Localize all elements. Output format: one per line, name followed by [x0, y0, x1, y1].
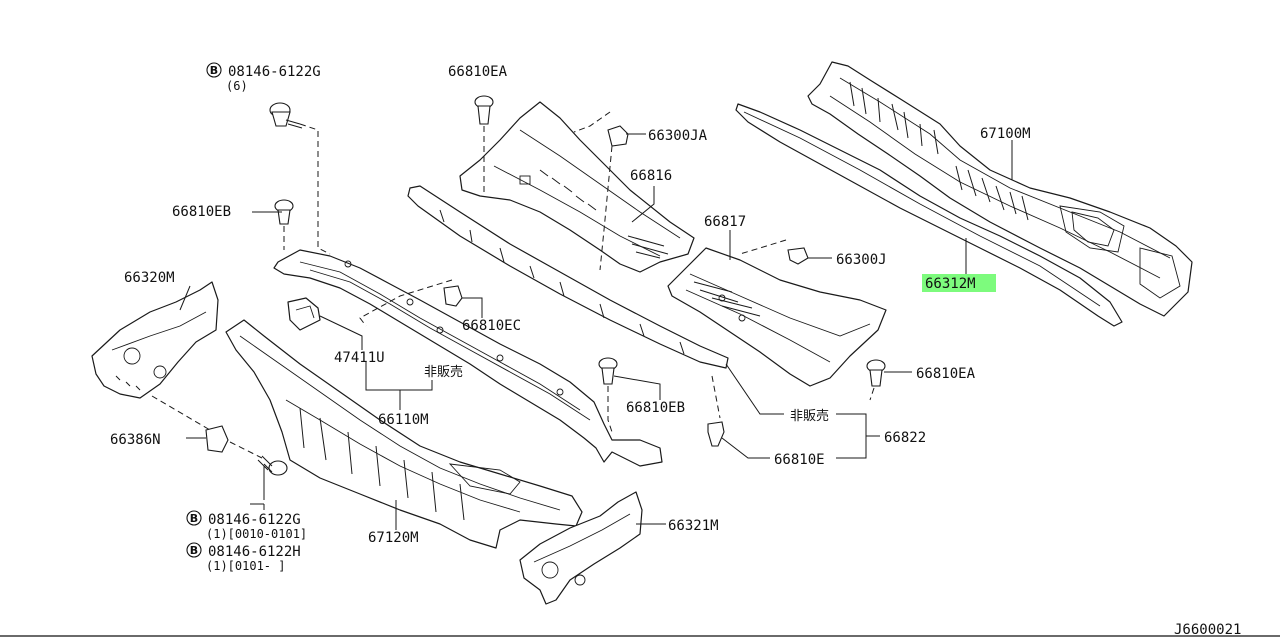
bolt-symbol-top-letter: B	[210, 64, 218, 77]
bolt-bottom-drawing	[257, 455, 288, 476]
clip-66300j-drawing	[787, 247, 809, 265]
label-bolt-top-qty: (6)	[226, 79, 248, 93]
part-66817-drawing	[667, 247, 887, 387]
clip-66810ea-right-drawing	[866, 359, 886, 387]
part-67120m-drawing	[225, 319, 583, 549]
part-66110m-drawing	[273, 249, 663, 467]
label-bolt-bottom1-code[interactable]: 08146-6122G	[208, 512, 301, 528]
label-bolt-bottom2-range: (1)[0101- ]	[206, 559, 285, 573]
bolt-symbol-bottom2	[186, 542, 202, 558]
diagram-id: J6600021	[1174, 622, 1241, 638]
clip-66300ja-drawing	[607, 125, 629, 147]
part-66816-drawing	[459, 101, 695, 273]
clip-66810ea-top-drawing	[474, 95, 494, 125]
clip-66810eb-left-drawing	[274, 199, 294, 225]
label-bolt-bottom2-code[interactable]: 08146-6122H	[208, 544, 301, 560]
label-66810eb-left[interactable]: 66810EB	[172, 204, 231, 220]
bolt-symbol-bottom1-letter: B	[190, 512, 198, 525]
clip-66810e-drawing	[707, 421, 725, 447]
part-66320m-drawing	[91, 281, 219, 399]
label-67100m[interactable]: 67100M	[980, 126, 1031, 142]
label-67120m[interactable]: 67120M	[368, 530, 419, 546]
label-66810ea-right[interactable]: 66810EA	[916, 366, 976, 382]
label-66320m[interactable]: 66320M	[124, 270, 175, 286]
label-66321m[interactable]: 66321M	[668, 518, 719, 534]
bolt-symbol-bottom2-letter: B	[190, 544, 198, 557]
label-66110m[interactable]: 66110M	[378, 412, 429, 428]
clip-66810ec-drawing	[443, 285, 463, 307]
label-66312m[interactable]: 66312M	[925, 276, 976, 292]
part-47411u-drawing	[287, 297, 321, 331]
label-not-for-sale-2: 非販売	[790, 408, 829, 424]
label-66300j[interactable]: 66300J	[836, 252, 887, 268]
bolt-symbol-top	[206, 62, 222, 78]
part-66312m-drawing	[735, 103, 1123, 327]
highlight-66312m	[922, 274, 996, 292]
label-66300ja[interactable]: 66300JA	[648, 128, 708, 144]
part-66321m-drawing	[519, 491, 643, 605]
label-not-for-sale-1: 非販売	[424, 364, 463, 380]
bolt-top-drawing	[269, 102, 303, 129]
label-66817[interactable]: 66817	[704, 214, 746, 230]
label-66386n[interactable]: 66386N	[110, 432, 161, 448]
label-66816[interactable]: 66816	[630, 168, 672, 184]
label-66810e[interactable]: 66810E	[774, 452, 825, 468]
label-66822[interactable]: 66822	[884, 430, 926, 446]
label-66810eb-mid[interactable]: 66810EB	[626, 400, 685, 416]
label-66810ea-top[interactable]: 66810EA	[448, 64, 508, 80]
label-66810ec[interactable]: 66810EC	[462, 318, 521, 334]
clip-66386n-drawing	[205, 425, 229, 453]
part-66822-drawing	[407, 185, 729, 369]
label-47411u[interactable]: 47411U	[334, 350, 385, 366]
clip-66810eb-mid-drawing	[598, 357, 618, 385]
label-bolt-top-code[interactable]: 08146-6122G	[228, 64, 321, 80]
label-bolt-bottom1-range: (1)[0010-0101]	[206, 527, 307, 541]
bolt-symbol-bottom1	[186, 510, 202, 526]
part-67100m-drawing	[807, 61, 1193, 317]
